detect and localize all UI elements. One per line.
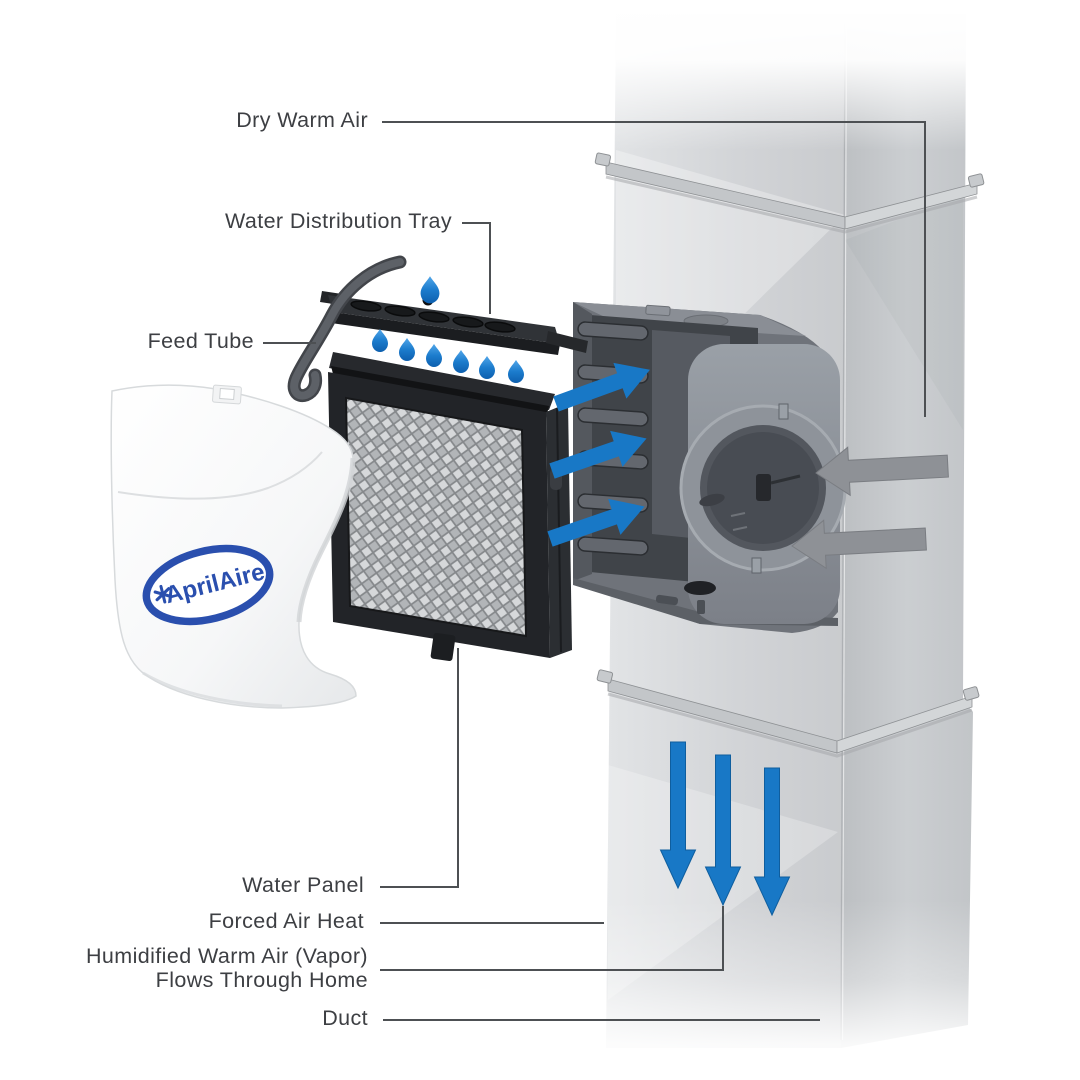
duct-flange-upper [594, 152, 985, 234]
airflow-arrow-right [553, 362, 650, 412]
airflow-arrow-left-group [791, 446, 949, 570]
water-droplet-icon [372, 329, 388, 352]
duct-bottom-fade [580, 900, 1080, 1080]
humidifier-housing [573, 302, 847, 633]
water-droplet-icon [479, 356, 495, 379]
label-dry-warm-air: Dry Warm Air [236, 108, 368, 132]
tray-slots [350, 300, 516, 333]
water-distribution-tray [320, 290, 588, 355]
water-droplet-icon [420, 276, 440, 304]
label-water-panel: Water Panel [242, 873, 364, 897]
feed-tube [287, 255, 407, 403]
leader-humidified [380, 906, 724, 971]
snowflake-icon [153, 584, 173, 604]
label-humidified-line2: Flows Through Home [155, 967, 368, 992]
water-droplet-icon [453, 350, 469, 373]
label-water-distribution-tray: Water Distribution Tray [224, 209, 452, 233]
housing-collar-ring [679, 344, 847, 624]
aprilaire-logo: AprilAire [142, 544, 274, 626]
leader-lines [263, 121, 926, 1021]
airflow-arrow-left [815, 446, 949, 497]
airflow-arrow-right [547, 498, 645, 547]
label-duct: Duct [322, 1006, 368, 1030]
front-cover: AprilAire [110, 384, 357, 709]
water-droplet-icon [508, 360, 524, 383]
label-forced-air-heat: Forced Air Heat [208, 909, 364, 933]
airflow-arrow-right [549, 430, 647, 479]
duct-top-fade [585, 0, 1080, 150]
airflow-arrow-down [704, 754, 742, 907]
leader-water-panel [380, 648, 459, 888]
water-droplet-icon [399, 338, 415, 361]
cover-top-notch [212, 384, 242, 405]
airflow-arrow-right-group [547, 362, 650, 547]
label-humidified-line1: Humidified Warm Air (Vapor) [86, 944, 368, 968]
label-feed-tube: Feed Tube [147, 329, 254, 353]
water-panel [328, 352, 572, 662]
airflow-arrow-left [791, 519, 927, 570]
leader-water-distribution-tray [462, 222, 491, 314]
duct-flange-lower [596, 669, 980, 758]
label-humidified-warm-air: Humidified Warm Air (Vapor) Flows Throug… [86, 944, 368, 992]
airflow-arrow-down [659, 741, 697, 890]
airflow-arrow-down-group [659, 741, 791, 917]
water-droplet-icon [426, 344, 442, 367]
airflow-arrow-down [753, 767, 791, 917]
leader-dry-warm-air [382, 121, 926, 417]
water-droplets [372, 276, 524, 383]
